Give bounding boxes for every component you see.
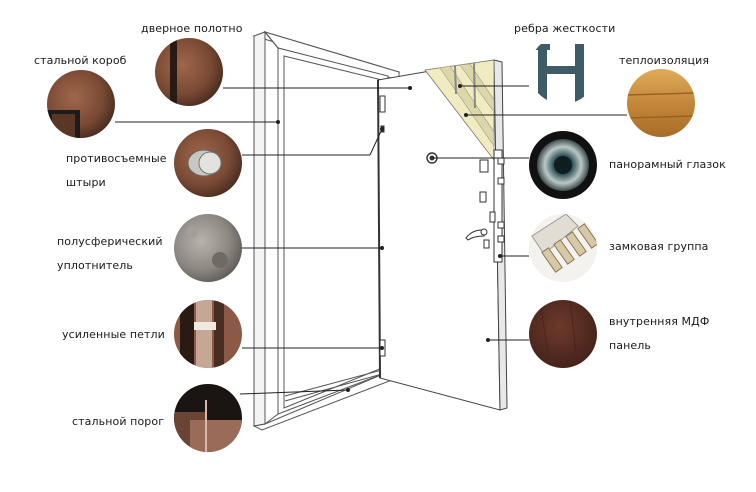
door-frame [252,30,401,431]
insulation-photo [627,69,695,137]
label-inner-mdf-line-2: панель [609,339,652,352]
label-insulation: теплоизоляция [619,54,710,67]
threshold-photo [174,384,242,452]
insulation-cutaway [424,59,495,162]
lock-hardware [465,149,505,263]
ribs-photo [529,36,597,104]
lock-group-photo [529,214,597,282]
label-inner-mdf-line-1: внутренняя МДФ [609,315,710,328]
label-anti-removal-pins-line-2: штыри [66,176,106,189]
label-reinforced-hinges: усиленные петли [62,328,165,341]
label-steel-threshold: стальной порог [72,415,165,428]
label-door-leaf: дверное полотно [141,22,243,35]
label-lock-group: замковая группа [609,240,709,253]
door-leaf [377,59,508,411]
mdf-panel-photo [529,300,597,368]
peephole-photo [529,131,597,199]
label-seal-line-2: уплотнитель [57,259,133,272]
anti-removal-pins-photo [174,129,242,197]
steel-frame-photo [47,70,115,138]
seal-photo [174,214,242,282]
leader-lines [115,84,627,395]
label-seal-line-1: полусферический [57,235,163,248]
hinges-photo [174,300,242,368]
label-anti-removal-pins-line-1: противосъемные [66,152,167,165]
door-leaf-photo [155,38,223,106]
label-panoramic-peephole: панорамный глазок [609,158,726,171]
label-stiffening-ribs: ребра жесткости [514,22,616,35]
label-steel-frame: стальной короб [34,54,127,67]
